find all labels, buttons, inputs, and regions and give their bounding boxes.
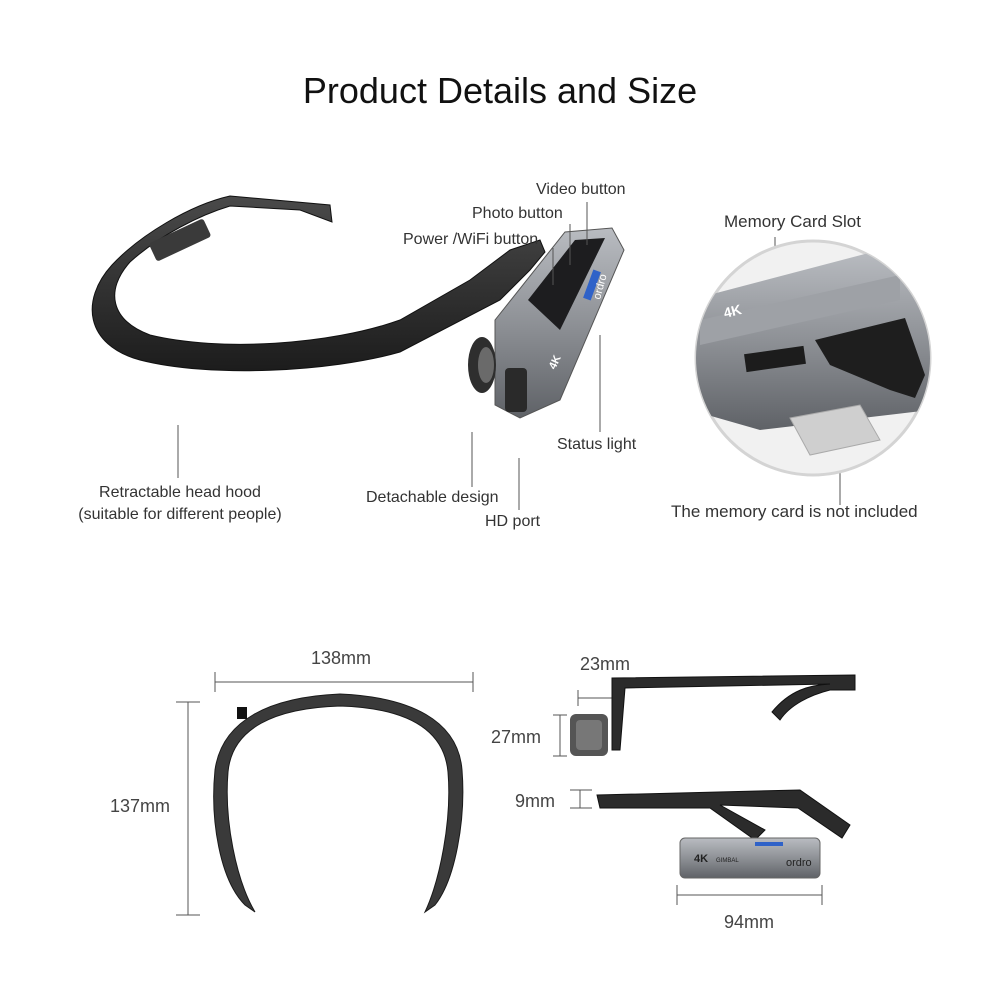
dim-9mm: 9mm	[515, 791, 555, 811]
dim-138mm: 138mm	[311, 648, 372, 668]
dim-23mm: 23mm	[580, 654, 631, 674]
label-memory-card-slot: Memory Card Slot	[724, 212, 861, 231]
memory-slot-detail: 4K	[694, 239, 932, 477]
label-photo-button: Photo button	[472, 205, 563, 222]
side-view-lower: 4K GIMBAL ordro	[596, 789, 851, 879]
svg-text:4K: 4K	[722, 301, 743, 321]
cam-4k-mark: 4K	[547, 353, 564, 371]
svg-text:GIMBAL: GIMBAL	[716, 858, 739, 864]
label-video-button: Video button	[536, 181, 626, 198]
label-power-wifi-button: Power /WiFi button	[403, 231, 539, 248]
headband-main	[91, 195, 546, 372]
svg-text:ordro: ordro	[786, 857, 812, 869]
label-retractable-line1: Retractable head hood	[99, 484, 261, 501]
page-title: Product Details and Size	[302, 70, 698, 111]
label-status-light: Status light	[557, 436, 637, 453]
side-view-upper	[570, 674, 856, 756]
dim-94mm: 94mm	[724, 912, 775, 932]
camera-main: 4K ordro	[468, 227, 625, 419]
label-memory-not-included: The memory card is not included	[671, 502, 918, 521]
label-detachable-design: Detachable design	[366, 489, 499, 506]
label-hd-port: HD port	[485, 513, 541, 530]
dim-27mm: 27mm	[491, 727, 542, 747]
svg-text:4K: 4K	[694, 853, 708, 865]
label-retractable-line2: (suitable for different people)	[78, 506, 282, 523]
headband-front	[213, 693, 464, 914]
dimension-lines	[176, 672, 823, 916]
dim-137mm: 137mm	[110, 796, 171, 816]
label-retractable: Retractable head hood (suitable for diff…	[50, 484, 310, 524]
